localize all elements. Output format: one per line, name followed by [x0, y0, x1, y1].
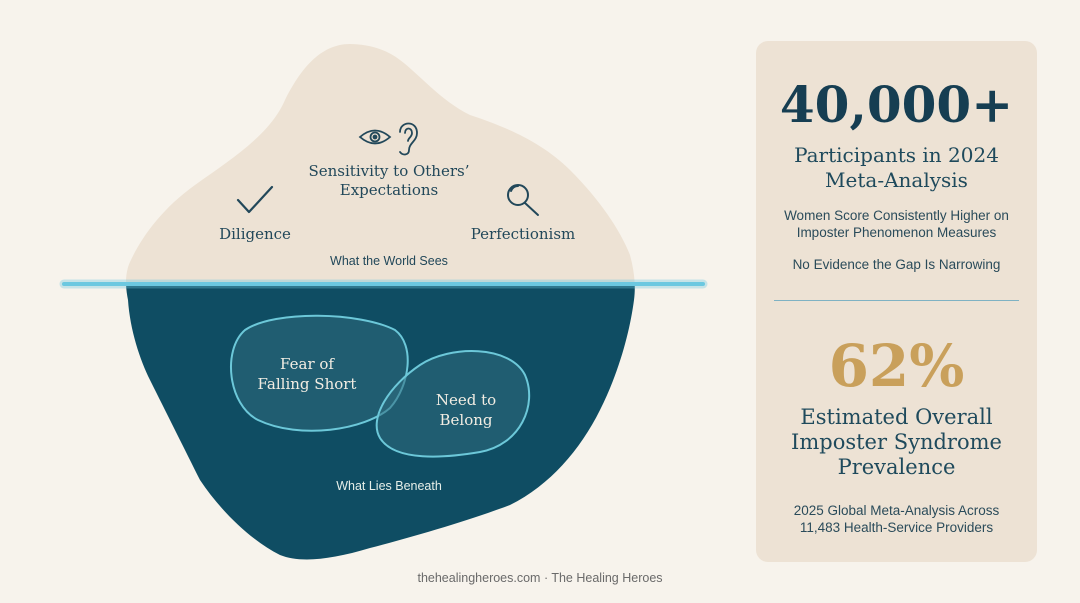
stat-participants-note: No Evidence the Gap Is Narrowing — [792, 257, 1001, 272]
caption-below: What Lies Beneath — [336, 479, 442, 493]
label-fear-of-falling-short: Fear of Falling Short — [257, 355, 357, 393]
label-sensitivity: Sensitivity to Others’ Expectations — [308, 162, 470, 199]
eye-icon — [358, 129, 392, 145]
stat-prevalence-title-2: Imposter Syndrome — [791, 430, 1002, 454]
footer-attribution: thehealingheroes.com · The Healing Heroe… — [417, 571, 663, 585]
ear-icon — [399, 122, 418, 156]
stat-participants-value: 40,000+ — [779, 75, 1014, 134]
stats-divider — [774, 300, 1019, 301]
stat-prevalence-detail-2: 11,483 Health-Service Providers — [799, 520, 994, 535]
magnifier-icon — [507, 184, 539, 216]
stat-prevalence-value: 62% — [828, 332, 965, 400]
label-perfectionism: Perfectionism — [470, 225, 576, 243]
stat-participants-title-1: Participants in 2024 — [794, 143, 999, 167]
iceberg-diagram — [59, 44, 708, 560]
stat-prevalence-detail-1: 2025 Global Meta-Analysis Across — [793, 503, 1000, 518]
stat-participants-detail-2: Imposter Phenomenon Measures — [796, 225, 997, 240]
stats-card: 40,000+ Participants in 2024 Meta-Analys… — [756, 41, 1037, 562]
blob-need-to-belong — [375, 350, 531, 458]
stat-prevalence-title-1: Estimated Overall — [800, 405, 993, 429]
stat-prevalence-title-3: Prevalence — [837, 455, 956, 479]
caption-above: What the World Sees — [330, 254, 448, 268]
label-diligence: Diligence — [219, 225, 291, 243]
checkmark-icon — [236, 185, 274, 214]
stat-participants-detail-1: Women Score Consistently Higher on — [784, 208, 1009, 223]
label-need-to-belong: Need to Belong — [435, 391, 497, 429]
stat-participants-title-2: Meta-Analysis — [825, 168, 968, 192]
